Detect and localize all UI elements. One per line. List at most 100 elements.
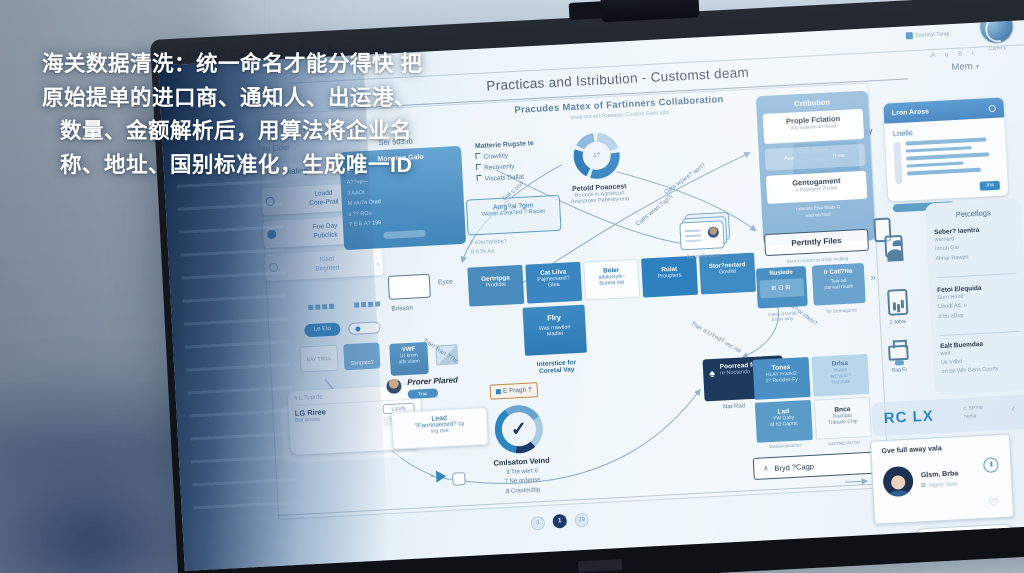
caption-line: 原始提单的进口商、通知人、出运港、 [42, 85, 417, 110]
prorer-chip[interactable]: Trac [407, 388, 439, 399]
give-title: Gve full away vala [881, 445, 942, 456]
vwf-line3: alfs vitam [398, 358, 420, 366]
donut-value: 1? [593, 152, 601, 159]
text-line [905, 145, 973, 153]
icon-group[interactable] [307, 296, 342, 316]
tile-icon [361, 302, 367, 308]
vwf-tile[interactable]: VWF Ur krom alfs vitam [389, 341, 429, 376]
inner-toggle[interactable]: Auar R swr [764, 143, 866, 171]
play-arrow-icon[interactable] [435, 470, 447, 483]
pet-divider [936, 272, 1017, 279]
id-lines [684, 229, 701, 233]
tile-icon [368, 301, 374, 307]
ircatlna-title: Ir Catl?Na [823, 268, 853, 277]
grid-cell[interactable]: Tones HLAY Franki2 2? Recides-Fy [752, 356, 811, 400]
chevron-right-icon [376, 253, 380, 271]
give-name: Glsm, Brba [920, 470, 959, 480]
lion-header-label: Lron Aross [891, 107, 930, 117]
heart-icon[interactable] [988, 493, 999, 511]
grid-cell[interactable]: Bnca Boardap Tralcate Chip [813, 396, 872, 440]
simpato-tile[interactable]: Simpato? [343, 342, 381, 371]
contribution-title: Crtibution [794, 97, 831, 109]
screen: Gamnyl Tangi Camn b A a B i Mem Practica… [158, 13, 1024, 571]
ircatlna-sub2: parvad mush [824, 283, 854, 292]
chevron-right-icon[interactable]: » [870, 272, 877, 284]
lion-header-icon [988, 104, 996, 112]
brisson-label: Brisson [391, 304, 414, 313]
ircatlna-box[interactable]: Ir Catl?Na Tew ad parvad mush [811, 262, 866, 306]
give-card[interactable]: Gve full away vala Glsm, Brba Nigrer Sta… [869, 433, 1015, 525]
text-line [905, 137, 987, 146]
fragh-chip[interactable]: E Fragh ? [489, 382, 539, 400]
person-monitor-icon [882, 233, 910, 264]
blue-pill-button[interactable]: Le Elo [304, 322, 341, 338]
rclx-logo: RC LX [883, 407, 935, 428]
icon-group[interactable] [353, 294, 388, 314]
prople-card[interactable]: Prople Fclation 000 wastne an Read [762, 108, 865, 144]
fragh-label: E Fragh ? [502, 386, 532, 395]
nuslede-title: Nuslede [769, 269, 793, 277]
tile-icon [329, 303, 335, 309]
tile-icon [308, 304, 314, 311]
webcam [600, 0, 700, 23]
small-node-box[interactable] [452, 472, 466, 486]
lead-box[interactable]: Lead ?Fanrtnaecsrd? cy ing dse [390, 406, 489, 450]
lion-doc-title: Lnelle [892, 128, 914, 139]
caption-line: 数量、金额解析后，用算法将企业名 [60, 119, 413, 143]
flry-title: Flry [546, 312, 562, 323]
pill-dot-icon [355, 326, 361, 332]
note-subtext: ? a?er?arlsba?B 9.5k Aa [469, 238, 507, 256]
radio-icon [265, 196, 275, 207]
rclx-sub: c. SPYnt nertia [963, 404, 984, 420]
grid-cell[interactable]: Drlsa Yeaps ad?wnb? HaOhde [811, 353, 870, 397]
text-line [906, 152, 990, 161]
caption-line: 称、地址、国别标准化，生成唯一ID [60, 152, 413, 177]
tile-icon [315, 304, 321, 310]
chevron-down-icon [991, 528, 998, 546]
flry-box[interactable]: Flry Was rrawtlon Madlel [522, 304, 587, 356]
id-card-icon [679, 220, 725, 251]
radio-icon [267, 229, 277, 240]
monitor-logo [577, 559, 623, 573]
tile-icon [322, 304, 328, 310]
caption-line: 海关数据清洗：统一命名才能分得快 把 [42, 52, 423, 76]
nuslede-box[interactable]: Nuslede ⊞⊡⊞ [755, 265, 808, 309]
checkbox-icon[interactable] [921, 483, 926, 488]
clock-icon[interactable] [983, 457, 999, 473]
id-photo [707, 226, 720, 239]
text-line [906, 161, 964, 168]
flow-box[interactable]: Cat Lilva Pajmersand? Glea [525, 261, 583, 304]
flow-box[interactable]: Gertrtpga Prodidte [467, 264, 525, 307]
flow-box[interactable]: Rulat Proupters [641, 255, 699, 298]
radio-icon [268, 262, 279, 273]
nuslede-mini-grid: ⊞⊡⊞ [759, 278, 805, 299]
grid-cell[interactable]: Lad YW Galty M h3 Caprat [754, 399, 813, 443]
petceflogs-title: Petceflogs [955, 208, 991, 220]
chatpolly-label: Chatpolly [948, 532, 987, 545]
inner-right[interactable]: R swr [832, 152, 846, 160]
lion-card[interactable]: Lron Aross Lnelle [883, 97, 1009, 202]
white-pill-button[interactable] [348, 321, 381, 336]
monetag-button[interactable] [383, 229, 426, 239]
brisson-box[interactable] [387, 273, 431, 300]
bay-tile[interactable]: BAY TRILL [299, 344, 339, 373]
scrollbar[interactable] [893, 141, 903, 185]
inner-left[interactable]: Auar [784, 155, 795, 162]
chatpolly-button[interactable]: Chatpolly [911, 523, 1017, 555]
jna-button[interactable]: Jna [979, 180, 1001, 191]
flow-box[interactable]: Boler allulutvyle- Bunna ras [583, 258, 641, 301]
lion-card-body: Lnelle Jna [884, 117, 1007, 191]
gentogament-card[interactable]: Gentogament c Payegent Znelde [765, 170, 868, 204]
text-line [906, 167, 981, 176]
chevron-left-icon[interactable]: ‹ [1011, 403, 1016, 416]
lion-doc [893, 137, 999, 185]
